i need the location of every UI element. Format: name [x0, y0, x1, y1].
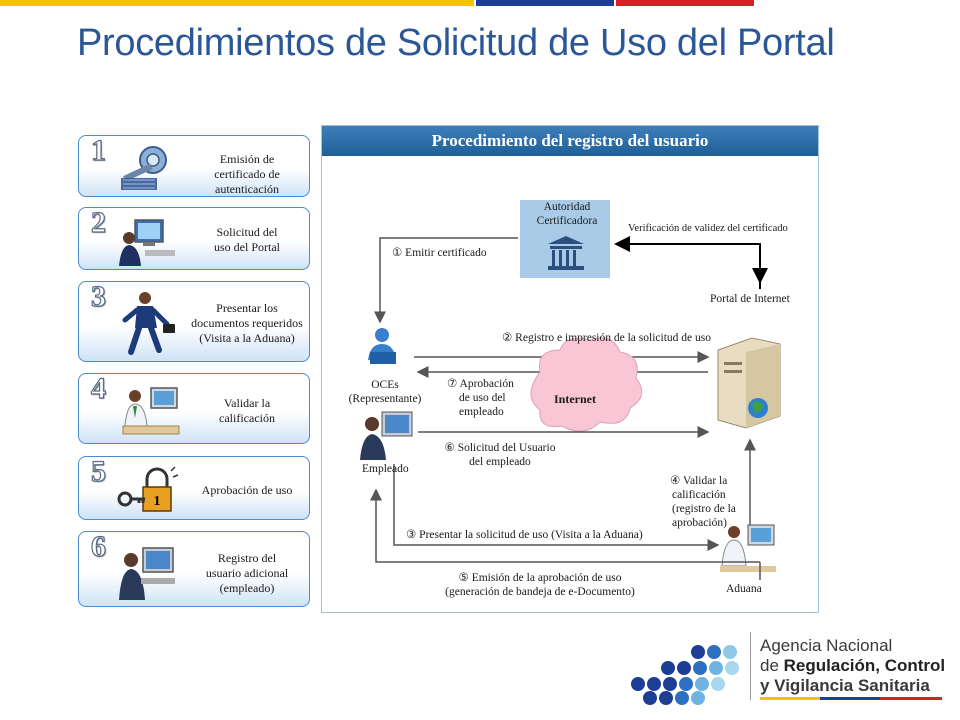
- logo-dot: [691, 645, 705, 659]
- step-number: 4: [90, 371, 106, 405]
- logo-line-3: y Vigilancia Sanitaria: [760, 676, 930, 695]
- step-number: 2: [90, 205, 106, 239]
- validate-label-line: ④ Validar la: [670, 475, 728, 487]
- validate-label: ④ Validar la calificación (registro de l…: [670, 474, 736, 530]
- emission-label-line: ⑤ Emisión de la aprobación de uso: [458, 572, 622, 584]
- step-number: 5: [90, 454, 106, 488]
- employee-request-label-line: del empleado: [469, 456, 531, 468]
- portal-label: Portal de Internet: [710, 293, 790, 305]
- oces-label-line: OCEs: [371, 379, 399, 391]
- ca-label: Autoridad Certificadora: [522, 200, 612, 228]
- step-card-5: 5 1 Aprobación de uso: [78, 454, 310, 520]
- logo-dot: [707, 645, 721, 659]
- logo-dot: [711, 677, 725, 691]
- step-number: 3: [90, 279, 106, 313]
- walking-businessman-icon: [122, 292, 175, 355]
- approve-employee-label: ⑦ Aprobación de uso del empleado: [447, 377, 514, 419]
- internet-label: Internet: [554, 392, 596, 406]
- top-color-stripe: [0, 0, 960, 6]
- logo-underline-stripe: [760, 697, 942, 700]
- verify-label: Verificación de validez del certificado: [628, 223, 788, 234]
- step-label-line: Aprobación de uso: [201, 483, 293, 497]
- logo-line-2-prefix: de: [760, 656, 784, 675]
- approve-employee-label-line: de uso del: [459, 392, 506, 404]
- logo-dot: [679, 677, 693, 691]
- logo-dot: [643, 691, 657, 705]
- step-label-line: (Visita a la Aduana): [199, 331, 295, 345]
- logo-dot: [647, 677, 661, 691]
- logo-dot: [677, 661, 691, 675]
- emission-label-line: (generación de bandeja de e-Documento): [445, 586, 635, 598]
- logo-dot: [661, 661, 675, 675]
- present-request-label: ③ Presentar la solicitud de uso (Visita …: [406, 529, 643, 541]
- step-label-line: Presentar los: [216, 301, 278, 315]
- validate-label-line: aprobación): [672, 517, 727, 529]
- logo-dot: [725, 661, 739, 675]
- diagram-title: Procedimiento del registro del usuario: [322, 126, 818, 156]
- aduana-label: Aduana: [726, 583, 762, 595]
- employee-label: Empleado: [362, 463, 409, 475]
- key-certificate-icon: [121, 146, 167, 190]
- employee-request-label: ⑥ Solicitud del Usuario del empleado: [436, 441, 564, 469]
- approve-employee-label-line: empleado: [459, 406, 504, 418]
- logo-dot: [675, 691, 689, 705]
- logo-dot: [709, 661, 723, 675]
- step-label-line: Registro del: [217, 551, 277, 565]
- logo-line-2-bold: Regulación, Control: [783, 656, 946, 675]
- svg-text:1: 1: [154, 494, 161, 509]
- step-label-line: Validar la: [223, 396, 271, 410]
- agency-logo-text: Agencia Nacional de Regulación, Control …: [760, 636, 945, 696]
- step-label-line: Solicitud del: [216, 225, 278, 239]
- step-number: 1: [90, 133, 106, 167]
- key-padlock-icon: 1: [117, 466, 179, 512]
- approve-employee-label-line: ⑦ Aprobación: [447, 378, 514, 390]
- ca-label-line: Autoridad: [543, 201, 591, 213]
- logo-dot: [631, 677, 645, 691]
- validate-label-line: calificación: [672, 489, 726, 501]
- logo-dot: [663, 677, 677, 691]
- ca-label-line: Certificadora: [536, 215, 598, 227]
- employee-request-label-line: ⑥ Solicitud del Usuario: [444, 442, 556, 454]
- step-number: 6: [90, 529, 106, 563]
- emit-certificate-label: ① Emitir certificado: [392, 247, 487, 259]
- emission-label: ⑤ Emisión de la aprobación de uso (gener…: [430, 571, 650, 599]
- step-label-line: documentos requeridos: [191, 316, 303, 330]
- oces-label: OCEs (Representante): [340, 378, 430, 406]
- step-label-line: (empleado): [219, 581, 275, 595]
- logo-dot: [691, 691, 705, 705]
- computer-user-icon: [119, 219, 175, 266]
- validate-label-line: (registro de la: [672, 503, 736, 515]
- logo-dot: [693, 661, 707, 675]
- step-label-line: Emisión de: [219, 152, 275, 166]
- registering-user-icon: [119, 547, 175, 600]
- logo-divider: [750, 632, 751, 700]
- logo-dot: [695, 677, 709, 691]
- step-label-line: usuario adicional: [205, 566, 289, 580]
- step-label-line: certificado de autenticación: [214, 167, 280, 196]
- register-request-label: ② Registro e impresión de la solicitud d…: [502, 332, 711, 344]
- step-label-line: uso del Portal: [214, 240, 280, 254]
- agency-logo-dots: [631, 645, 739, 705]
- logo-dot: [659, 691, 673, 705]
- logo-dot: [723, 645, 737, 659]
- oces-label-line: (Representante): [348, 393, 422, 405]
- step-label-line: calificación: [219, 411, 275, 425]
- logo-line-2: de Regulación, Control: [760, 656, 945, 676]
- logo-line-1: Agencia Nacional: [760, 636, 893, 655]
- page-title: Procedimientos de Solicitud de Uso del P…: [77, 22, 835, 64]
- officer-at-desk-icon: [122, 387, 180, 435]
